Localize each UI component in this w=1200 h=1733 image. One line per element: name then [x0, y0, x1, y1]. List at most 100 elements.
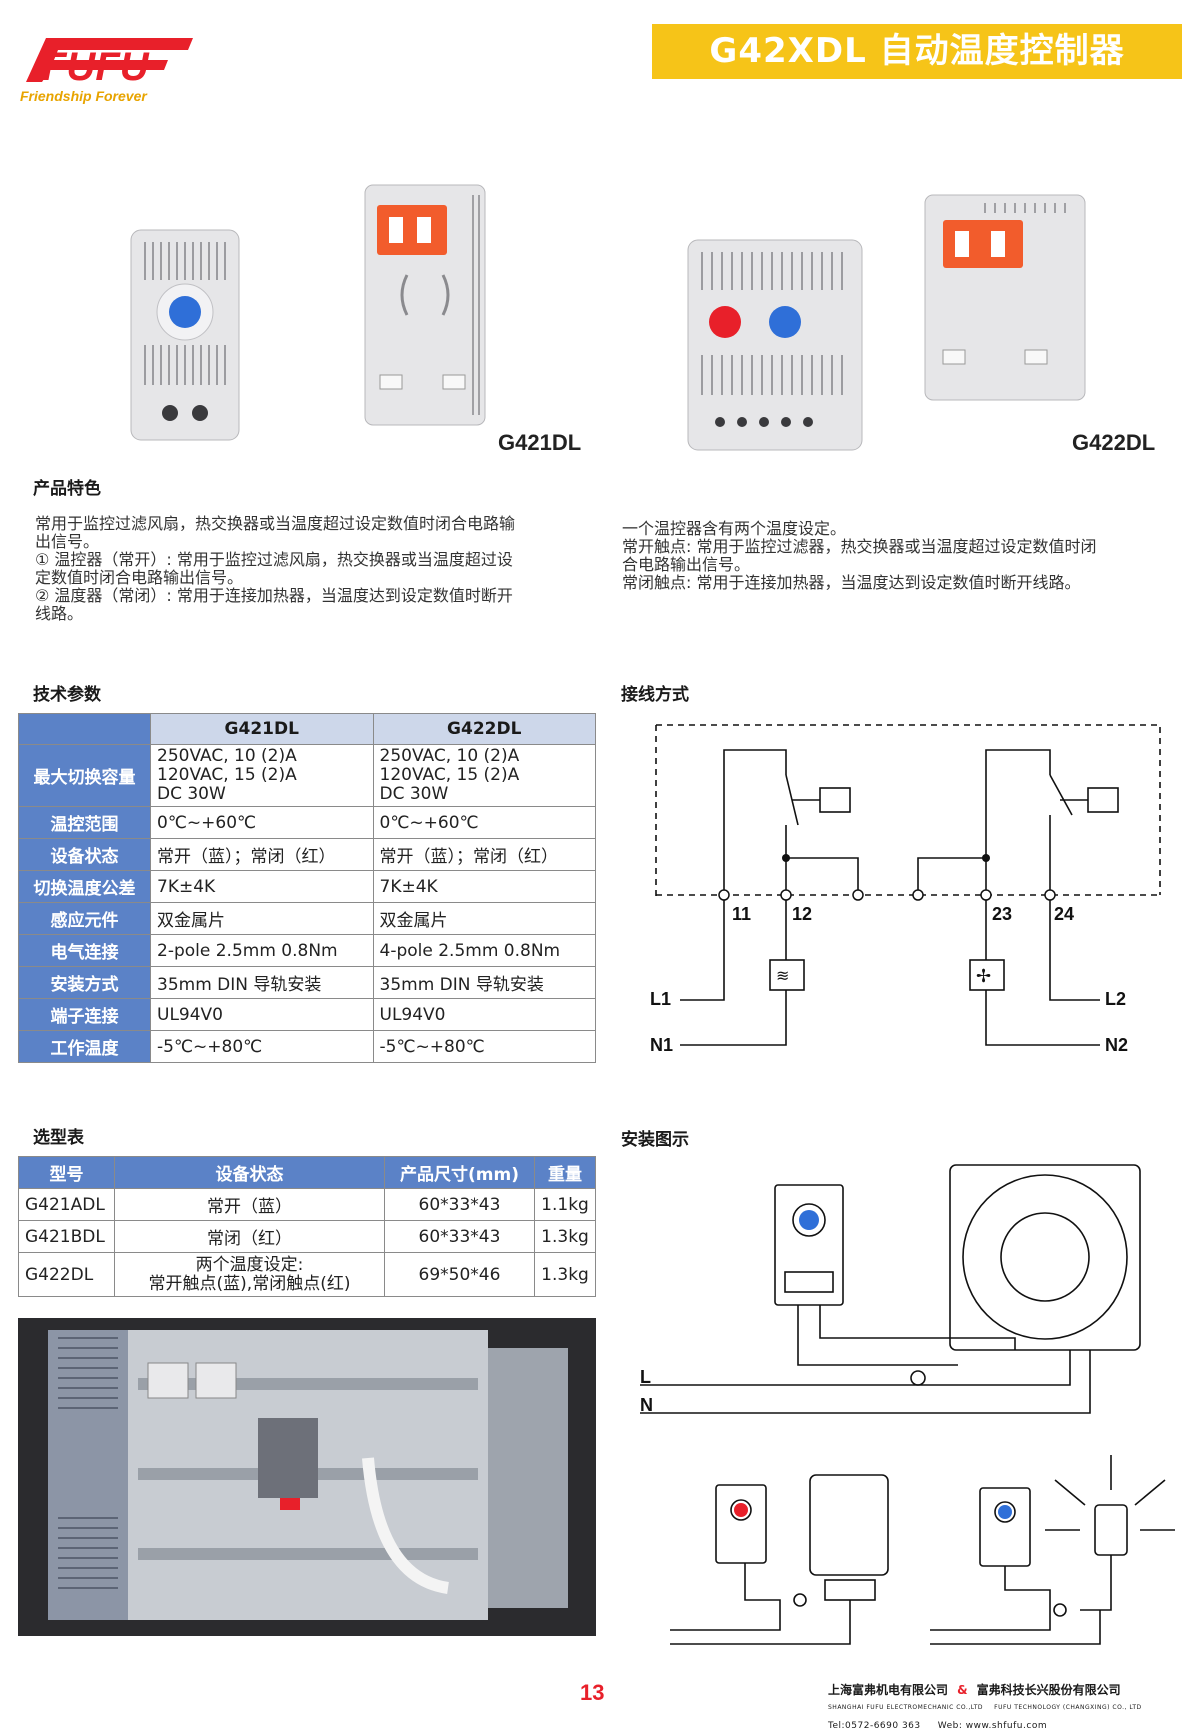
selection-cell-model: G421ADL — [18, 1188, 115, 1221]
specs-row-label: 工作温度 — [18, 1030, 151, 1063]
install-line-label: L — [640, 1367, 651, 1387]
install-title: 安装图示 — [621, 1130, 689, 1150]
specs-row-label: 最大切换容量 — [18, 744, 151, 807]
specs-row-label: 感应元件 — [18, 902, 151, 935]
specs-row-label: 切换温度公差 — [18, 870, 151, 903]
specs-column-header: G422DL — [372, 713, 596, 745]
specs-title: 技术参数 — [33, 685, 101, 705]
specs-cell-g422: 常开（蓝）；常闭（红） — [372, 838, 596, 871]
wiring-diagram: 11 12 23 24 L1 N1 L2 N2 ≋ ✢ — [650, 724, 1161, 1055]
specs-header-row: G421DL G422DL — [18, 713, 596, 745]
feature-line: 常开触点: 常用于监控过滤器，热交换器或当温度超过设定数值时闭 — [622, 537, 1097, 556]
selection-cell-state: 常开（蓝） — [114, 1188, 385, 1221]
terminal-label: 24 — [1054, 904, 1074, 924]
company-ampersand: & — [957, 1683, 968, 1697]
specs-row-label: 设备状态 — [18, 838, 151, 871]
features-left-text: 常用于监控过滤风扇，热交换器或当温度超过设定数值时闭合电路输 出信号。 ① 温控… — [35, 515, 595, 623]
selection-cell-state: 常闭（红） — [114, 1220, 385, 1253]
feature-line: 出信号。 — [35, 532, 100, 551]
specs-cell-g421: 7K±4K — [150, 870, 374, 903]
company-name-2-en: FUFU TECHNOLOGY (CHANGXING) CO., LTD — [994, 1704, 1142, 1711]
product-label-g421dl: G421DL — [498, 430, 582, 455]
specs-cell-g422: 250VAC, 10 (2)A 120VAC, 15 (2)A DC 30W — [372, 744, 596, 807]
line-label: N1 — [650, 1035, 673, 1055]
specs-column-header: G421DL — [150, 713, 374, 745]
g421dl-back-image — [364, 184, 486, 426]
specs-cell-g422: 4-pole 2.5mm 0.8Nm — [372, 934, 596, 967]
specs-cell-g421: 双金属片 — [150, 902, 374, 935]
selection-cell-weight: 1.1kg — [534, 1188, 596, 1221]
feature-line: 合电路输出信号。 — [622, 555, 751, 574]
company-web: Web: www.shfufu.com — [937, 1721, 1048, 1731]
line-label: N2 — [1105, 1035, 1128, 1055]
specs-cell-g422: -5℃~+80℃ — [372, 1030, 596, 1063]
feature-line: ② 温度器（常闭）: 常用于连接加热器，当温度达到设定数值时断开 — [35, 586, 513, 605]
brand-text: FUFU — [42, 45, 150, 85]
feature-line: 一个温控器含有两个温度设定。 — [622, 519, 847, 538]
selection-header-row: 型号 设备状态 产品尺寸(mm) 重量 — [18, 1156, 596, 1189]
company-name-2: 富弗科技长兴股份有限公司 — [976, 1683, 1121, 1697]
specs-row: 设备状态常开（蓝）；常闭（红）常开（蓝）；常闭（红） — [18, 838, 596, 871]
terminal-label: 11 — [732, 904, 751, 924]
specs-row: 感应元件双金属片双金属片 — [18, 902, 596, 935]
fufu-logo: FUFU — [26, 38, 193, 85]
feature-line: 定数值时闭合电路输出信号。 — [35, 568, 244, 587]
heater-icon: ≋ — [776, 966, 789, 985]
selection-cell-weight: 1.3kg — [534, 1220, 596, 1253]
install-line-label: N — [640, 1395, 653, 1415]
specs-cell-g421: 常开（蓝）；常闭（红） — [150, 838, 374, 871]
specs-cell-g421: 250VAC, 10 (2)A 120VAC, 15 (2)A DC 30W — [150, 744, 374, 807]
specs-cell-g422: 35mm DIN 导轨安装 — [372, 966, 596, 999]
selection-cell-weight: 1.3kg — [534, 1252, 596, 1297]
g422dl-back-image — [924, 194, 1086, 401]
page-number: 13 — [580, 1680, 605, 1705]
specs-row: 工作温度-5℃~+80℃-5℃~+80℃ — [18, 1030, 596, 1063]
terminal-label: 23 — [992, 904, 1012, 924]
brand-tagline: Friendship Forever — [20, 88, 147, 104]
specs-cell-g421: 35mm DIN 导轨安装 — [150, 966, 374, 999]
selection-cell-model: G422DL — [18, 1252, 115, 1297]
terminal-label: 12 — [792, 904, 812, 924]
specs-cell-g422: 0℃~+60℃ — [372, 806, 596, 839]
selection-cell-model: G421BDL — [18, 1220, 115, 1253]
cabinet-installation-image — [18, 1318, 596, 1636]
feature-line: 线路。 — [35, 604, 84, 623]
specs-cell-g422: 7K±4K — [372, 870, 596, 903]
features-right-text: 一个温控器含有两个温度设定。 常开触点: 常用于监控过滤器，热交换器或当温度超过… — [622, 520, 1182, 592]
g421dl-front-image — [130, 229, 240, 441]
features-title: 产品特色 — [33, 479, 101, 499]
selection-cell-size: 60*33*43 — [384, 1220, 535, 1253]
specs-cell-g421: UL94V0 — [150, 998, 374, 1031]
specs-cell-g422: 双金属片 — [372, 902, 596, 935]
specs-row-label: 温控范围 — [18, 806, 151, 839]
g422dl-front-image — [687, 239, 863, 451]
specs-cell-g421: 2-pole 2.5mm 0.8Nm — [150, 934, 374, 967]
specs-cell-g421: 0℃~+60℃ — [150, 806, 374, 839]
selection-title: 选型表 — [33, 1128, 84, 1148]
selection-cell-size: 69*50*46 — [384, 1252, 535, 1297]
selection-column-header: 产品尺寸(mm) — [384, 1156, 535, 1189]
specs-row-label: 电气连接 — [18, 934, 151, 967]
feature-line: 常用于监控过滤风扇，热交换器或当温度超过设定数值时闭合电路输 — [35, 514, 516, 533]
selection-column-header: 型号 — [18, 1156, 115, 1189]
company-tel: Tel:0572-6690 363 — [828, 1721, 921, 1731]
feature-line: 常闭触点: 常用于连接加热器，当温度达到设定数值时断开线路。 — [622, 573, 1081, 592]
specs-row-label: 端子连接 — [18, 998, 151, 1031]
footer-company-block: 上海富弗机电有限公司 & 富弗科技长兴股份有限公司 SHANGHAI FUFU … — [828, 1679, 1188, 1732]
company-name-1: 上海富弗机电有限公司 — [828, 1683, 949, 1697]
feature-line: ① 温控器（常开）: 常用于监控过滤风扇，热交换器或当温度超过设 — [35, 550, 513, 569]
selection-cell-state: 两个温度设定: 常开触点(蓝),常闭触点(红) — [114, 1252, 385, 1297]
specs-cell-g422: UL94V0 — [372, 998, 596, 1031]
selection-column-header: 设备状态 — [114, 1156, 385, 1189]
wiring-title: 接线方式 — [621, 685, 689, 705]
page-title: G42XDL 自动温度控制器 — [652, 24, 1182, 79]
